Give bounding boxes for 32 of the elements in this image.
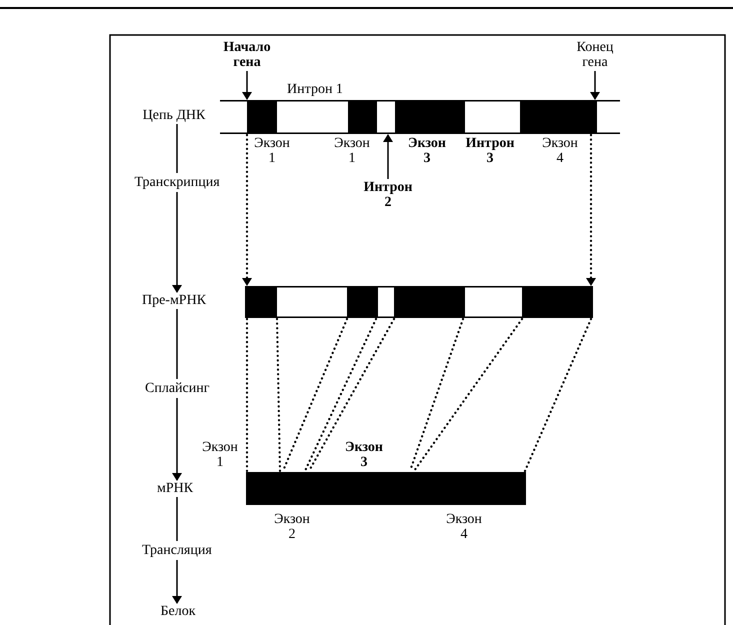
exon-label: Экзон 1	[253, 136, 291, 166]
exon-label: Экзон 2	[273, 512, 311, 542]
arrow	[383, 134, 393, 179]
dotted-line	[276, 318, 282, 472]
gene-start-label: Начало гена	[215, 40, 279, 70]
dotted-line	[246, 318, 248, 472]
step-label: Транскрипция	[134, 172, 221, 192]
intron-label: Интрон 1	[286, 82, 344, 97]
step-label: Сплайсинг	[144, 378, 210, 398]
exon-label: Экзон 3	[407, 136, 447, 166]
arrow	[590, 71, 600, 100]
exon-label: Экзон 4	[541, 136, 579, 166]
arrow	[242, 71, 252, 100]
intron-pointer-label: Интрон 2	[360, 180, 416, 210]
dotted-arrow	[242, 134, 252, 286]
exon-label: Экзон 3	[344, 440, 384, 470]
exon-label: Экзон 4	[445, 512, 483, 542]
gene-end-label: Конец гена	[563, 40, 627, 70]
dotted-line	[304, 318, 378, 472]
arrow	[172, 309, 182, 481]
stage-label: Цепь ДНК	[128, 108, 220, 123]
dotted-line	[524, 318, 592, 472]
stage-label: мРНК	[140, 481, 210, 496]
exon-label: Экзон 1	[201, 440, 239, 470]
intron-label: Интрон 3	[464, 136, 516, 166]
dotted-arrow	[586, 134, 596, 286]
dotted-line	[412, 318, 524, 472]
step-label: Трансляция	[141, 540, 213, 560]
stage-label: Белок	[148, 604, 208, 619]
arrow	[172, 124, 182, 293]
exon-label: Экзон 1	[333, 136, 371, 166]
stage-label: Пре-мРНК	[128, 293, 220, 308]
